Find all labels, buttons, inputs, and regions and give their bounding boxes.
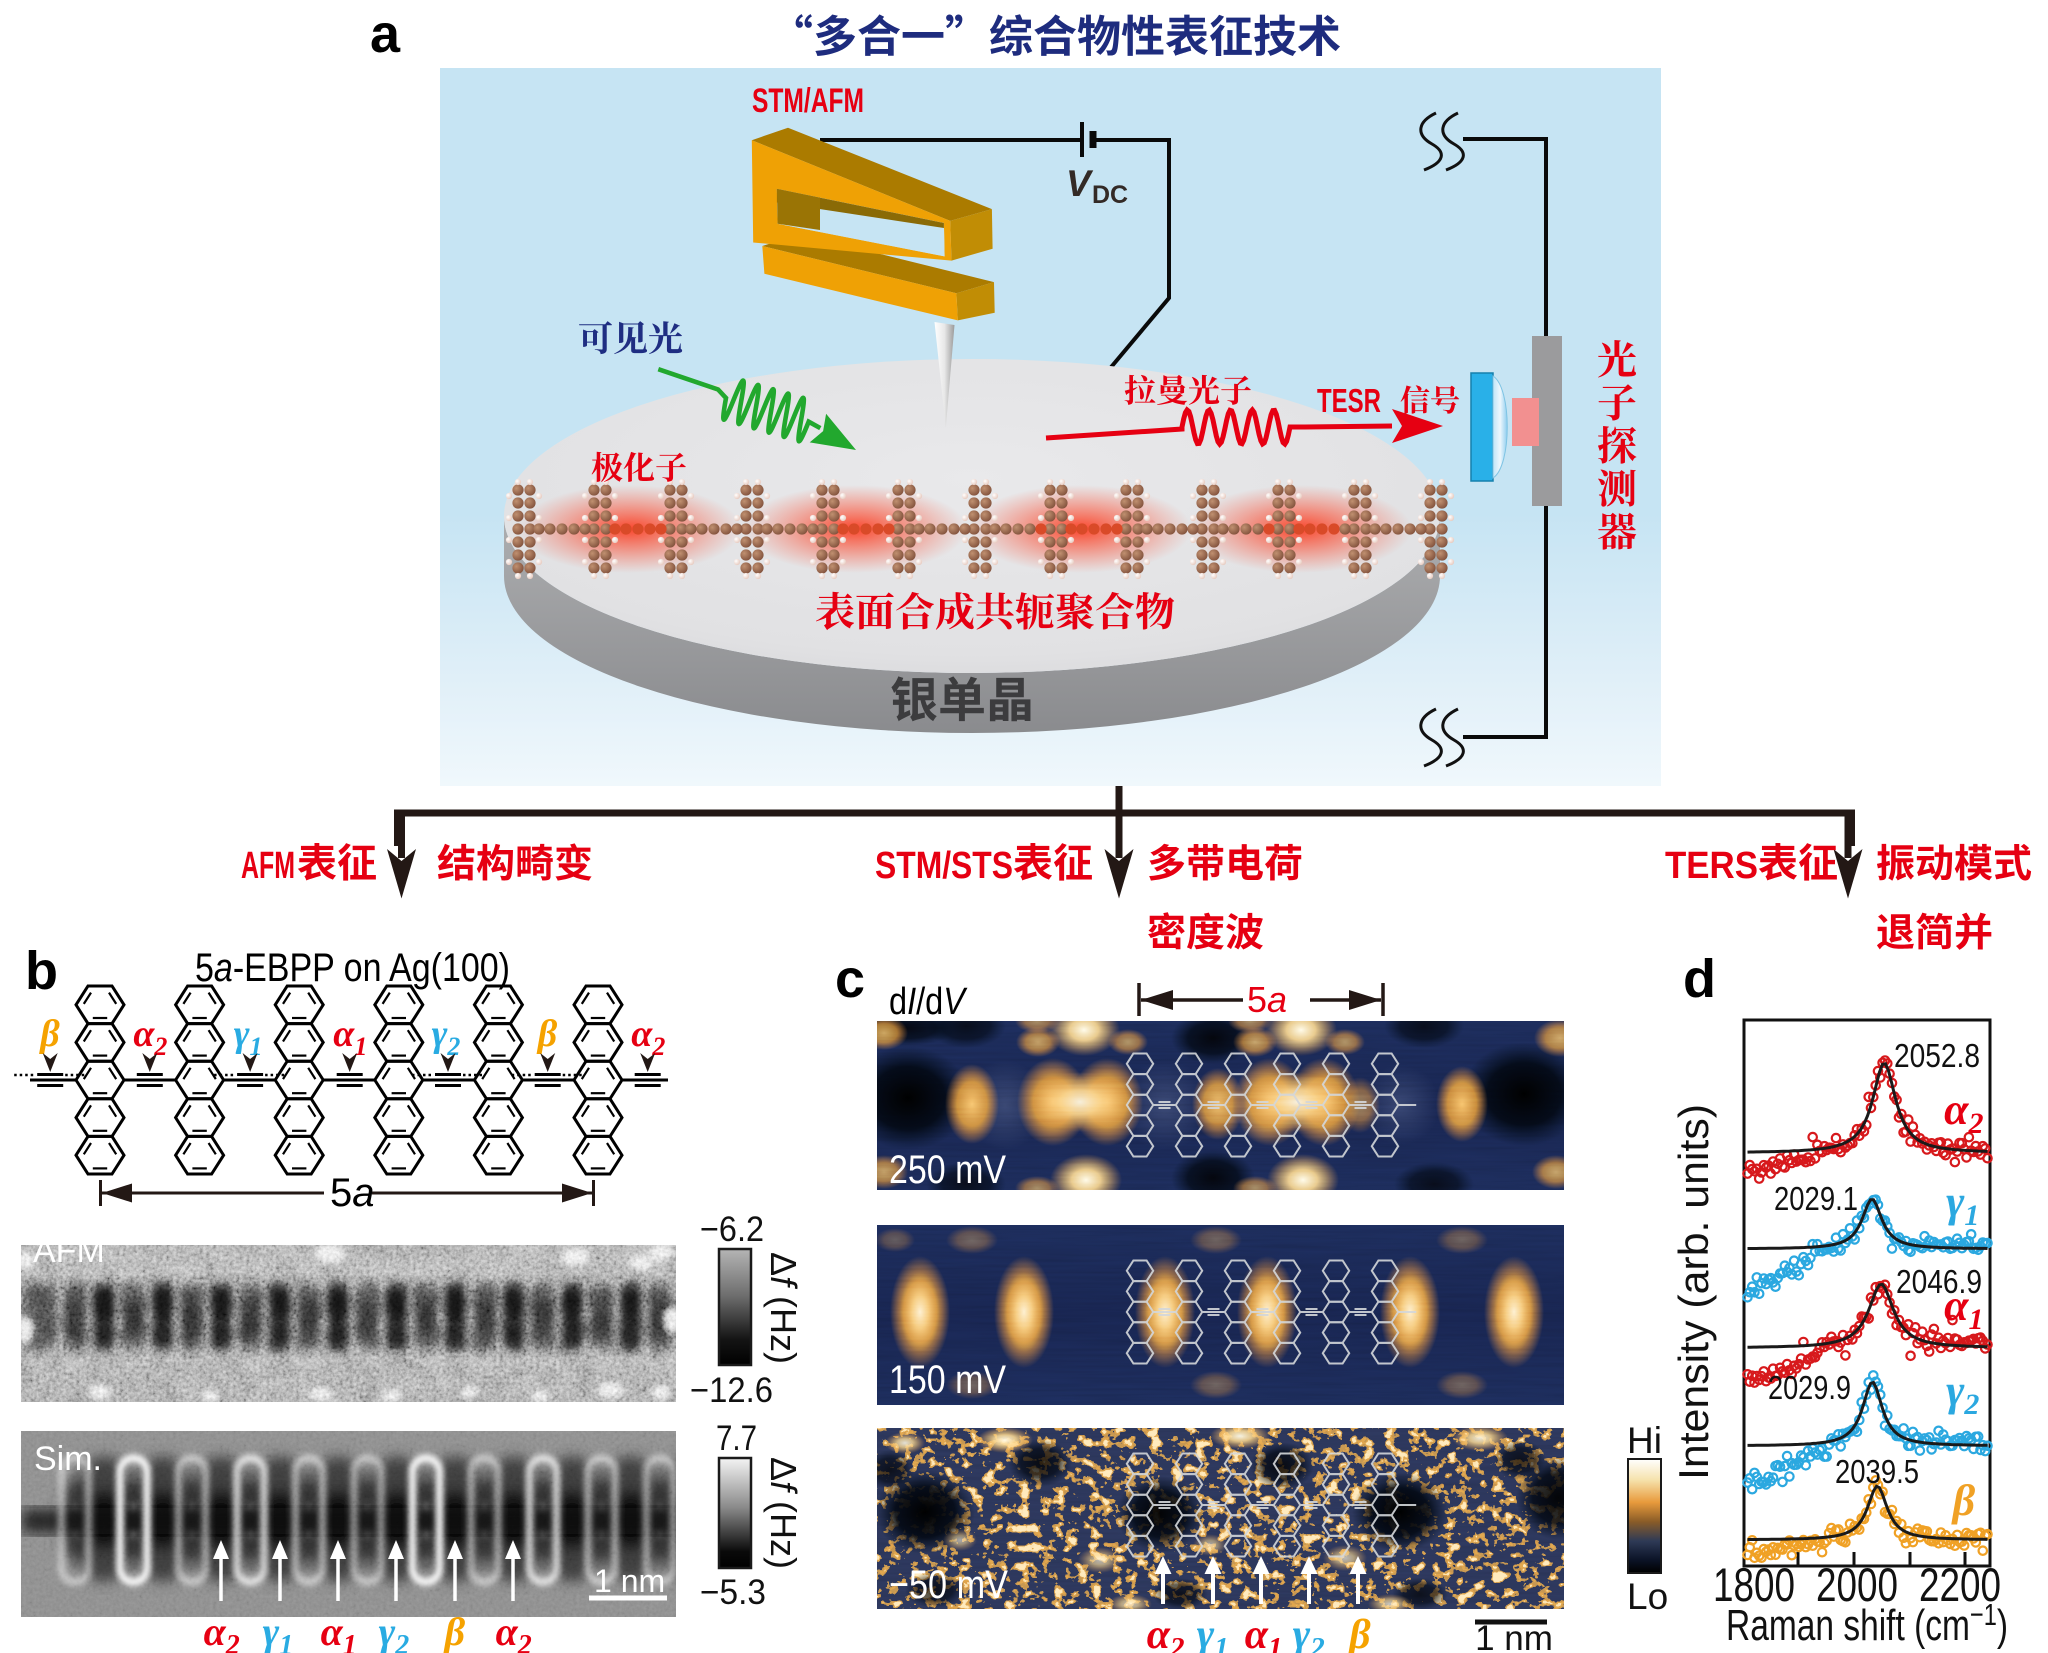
svg-text:DC: DC <box>1092 181 1128 209</box>
svg-text:AFM: AFM <box>241 845 295 887</box>
svg-text:α2: α2 <box>631 1013 665 1061</box>
svg-text:150 mV: 150 mV <box>889 1358 1006 1402</box>
svg-text:2029.1: 2029.1 <box>1774 1180 1858 1217</box>
svg-text:1 nm: 1 nm <box>594 1563 665 1599</box>
svg-text:Lo: Lo <box>1627 1576 1668 1617</box>
svg-text:STM/AFM: STM/AFM <box>752 82 864 120</box>
svg-text:−5.3: −5.3 <box>700 1573 766 1612</box>
svg-text:β: β <box>1347 1612 1371 1653</box>
svg-text:α1: α1 <box>1245 1612 1283 1653</box>
svg-text:α2: α2 <box>133 1013 167 1061</box>
svg-text:d: d <box>1683 949 1716 1009</box>
svg-text:γ1: γ1 <box>234 1013 263 1061</box>
svg-text:1800: 1800 <box>1713 1558 1795 1611</box>
svg-text:γ1: γ1 <box>1197 1612 1229 1653</box>
svg-text:V: V <box>1066 163 1094 204</box>
svg-text:AFM: AFM <box>33 1232 105 1270</box>
svg-text:STM/STS: STM/STS <box>875 845 1013 887</box>
svg-text:−50 mV: −50 mV <box>889 1563 1008 1607</box>
svg-text:5a-EBPP on Ag(100): 5a-EBPP on Ag(100) <box>195 946 510 990</box>
svg-text:α2: α2 <box>1147 1612 1185 1653</box>
svg-text:5a: 5a <box>330 1171 375 1215</box>
svg-text:2052.8: 2052.8 <box>1894 1037 1980 1074</box>
svg-text:α1: α1 <box>321 1609 357 1653</box>
svg-text:b: b <box>25 941 58 1001</box>
svg-text:Hi: Hi <box>1627 1420 1662 1461</box>
svg-text:1 nm: 1 nm <box>1475 1619 1553 1653</box>
svg-text:Sim.: Sim. <box>34 1440 102 1478</box>
svg-text:γ2: γ2 <box>1293 1612 1325 1653</box>
svg-text:250 mV: 250 mV <box>889 1148 1006 1192</box>
svg-text:−12.6: −12.6 <box>690 1371 773 1410</box>
svg-text:a: a <box>370 4 401 64</box>
svg-text:Raman shift (cm−1): Raman shift (cm−1) <box>1726 1597 2008 1650</box>
svg-text:−6.2: −6.2 <box>700 1210 764 1249</box>
svg-text:7.7: 7.7 <box>716 1419 757 1458</box>
svg-text:2029.9: 2029.9 <box>1768 1369 1851 1406</box>
svg-text:2039.5: 2039.5 <box>1835 1453 1919 1490</box>
svg-text:c: c <box>835 949 865 1009</box>
svg-text:Intensity (arb. units): Intensity (arb. units) <box>1670 1104 1717 1480</box>
svg-text:dI/dV: dI/dV <box>889 981 968 1023</box>
svg-text:β: β <box>1951 1476 1976 1525</box>
svg-text:TESR: TESR <box>1317 382 1381 419</box>
svg-text:Δf (Hz): Δf (Hz) <box>763 1457 804 1569</box>
svg-text:Δf (Hz): Δf (Hz) <box>763 1252 804 1364</box>
svg-text:α1: α1 <box>333 1013 367 1061</box>
svg-text:β: β <box>443 1609 466 1653</box>
svg-text:2200: 2200 <box>1919 1558 2001 1611</box>
svg-text:2046.9: 2046.9 <box>1896 1263 1982 1300</box>
svg-text:β: β <box>536 1013 558 1055</box>
svg-text:γ2: γ2 <box>432 1013 461 1061</box>
svg-text:5a: 5a <box>1247 979 1287 1020</box>
svg-text:2000: 2000 <box>1816 1558 1898 1611</box>
svg-text:TERS: TERS <box>1665 845 1758 887</box>
svg-text:β: β <box>38 1013 60 1055</box>
